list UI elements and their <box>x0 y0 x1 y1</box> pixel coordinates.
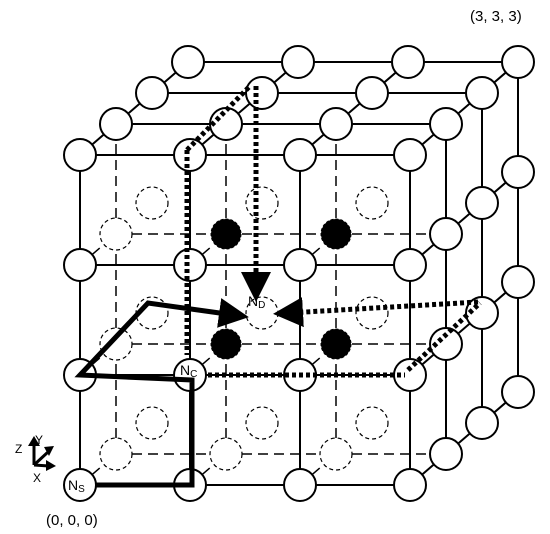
mesh-node <box>173 248 207 282</box>
mesh-node <box>135 76 169 110</box>
interior-node <box>210 328 242 360</box>
mesh-node <box>429 107 463 141</box>
hidden-node <box>319 437 353 471</box>
hidden-node <box>99 217 133 251</box>
mesh-node <box>391 45 425 79</box>
mesh-node <box>171 45 205 79</box>
hidden-node <box>245 186 279 220</box>
hidden-node <box>135 186 169 220</box>
mesh-node <box>429 327 463 361</box>
mesh-node <box>393 248 427 282</box>
mesh-node <box>283 248 317 282</box>
axis-z-label: Z <box>15 442 22 456</box>
mesh-node <box>63 138 97 172</box>
hidden-node <box>99 437 133 471</box>
interior-node <box>320 328 352 360</box>
mesh-node <box>501 265 535 299</box>
axis-indicator: Z Y X <box>15 433 56 485</box>
mesh-node <box>429 437 463 471</box>
hidden-node <box>209 437 243 471</box>
routing-paths <box>74 84 482 488</box>
solid-route-path <box>74 298 249 488</box>
mesh-node <box>465 186 499 220</box>
mesh-node <box>501 375 535 409</box>
corner-coordinate-label: (3, 3, 3) <box>470 8 522 25</box>
mesh-node <box>465 296 499 330</box>
axis-y-label: Y <box>35 433 43 447</box>
mesh-node <box>393 468 427 502</box>
mesh-node <box>429 217 463 251</box>
visible-nodes <box>63 45 535 502</box>
mesh-node <box>501 155 535 189</box>
mesh-node <box>99 107 133 141</box>
mesh-node <box>393 138 427 172</box>
dotted-route-depth <box>406 301 482 372</box>
origin-coordinate-label: (0, 0, 0) <box>46 512 98 529</box>
mesh-node <box>245 76 279 110</box>
mesh-node <box>465 406 499 440</box>
mesh-node <box>319 107 353 141</box>
destination-node-label: ND <box>248 293 265 311</box>
hidden-nodes <box>99 186 389 471</box>
source-node-label: NS <box>68 477 85 495</box>
mesh-node <box>355 76 389 110</box>
dotted-route-diagonal <box>185 84 252 152</box>
mesh-node <box>501 45 535 79</box>
current-node-label: NC <box>180 362 197 380</box>
hidden-node <box>135 406 169 440</box>
interior-black-nodes <box>210 218 352 360</box>
mesh-node <box>283 138 317 172</box>
hidden-node <box>355 296 389 330</box>
mesh-node <box>63 248 97 282</box>
dotted-route-return <box>273 297 479 328</box>
hidden-node <box>245 406 279 440</box>
interior-node <box>210 218 242 250</box>
mesh-node <box>281 45 315 79</box>
hidden-node <box>99 327 133 361</box>
interior-node <box>320 218 352 250</box>
hidden-node <box>355 406 389 440</box>
mesh-node <box>465 76 499 110</box>
axis-x-label: X <box>33 471 41 485</box>
mesh-node <box>283 468 317 502</box>
mesh-node <box>173 138 207 172</box>
hidden-node <box>355 186 389 220</box>
